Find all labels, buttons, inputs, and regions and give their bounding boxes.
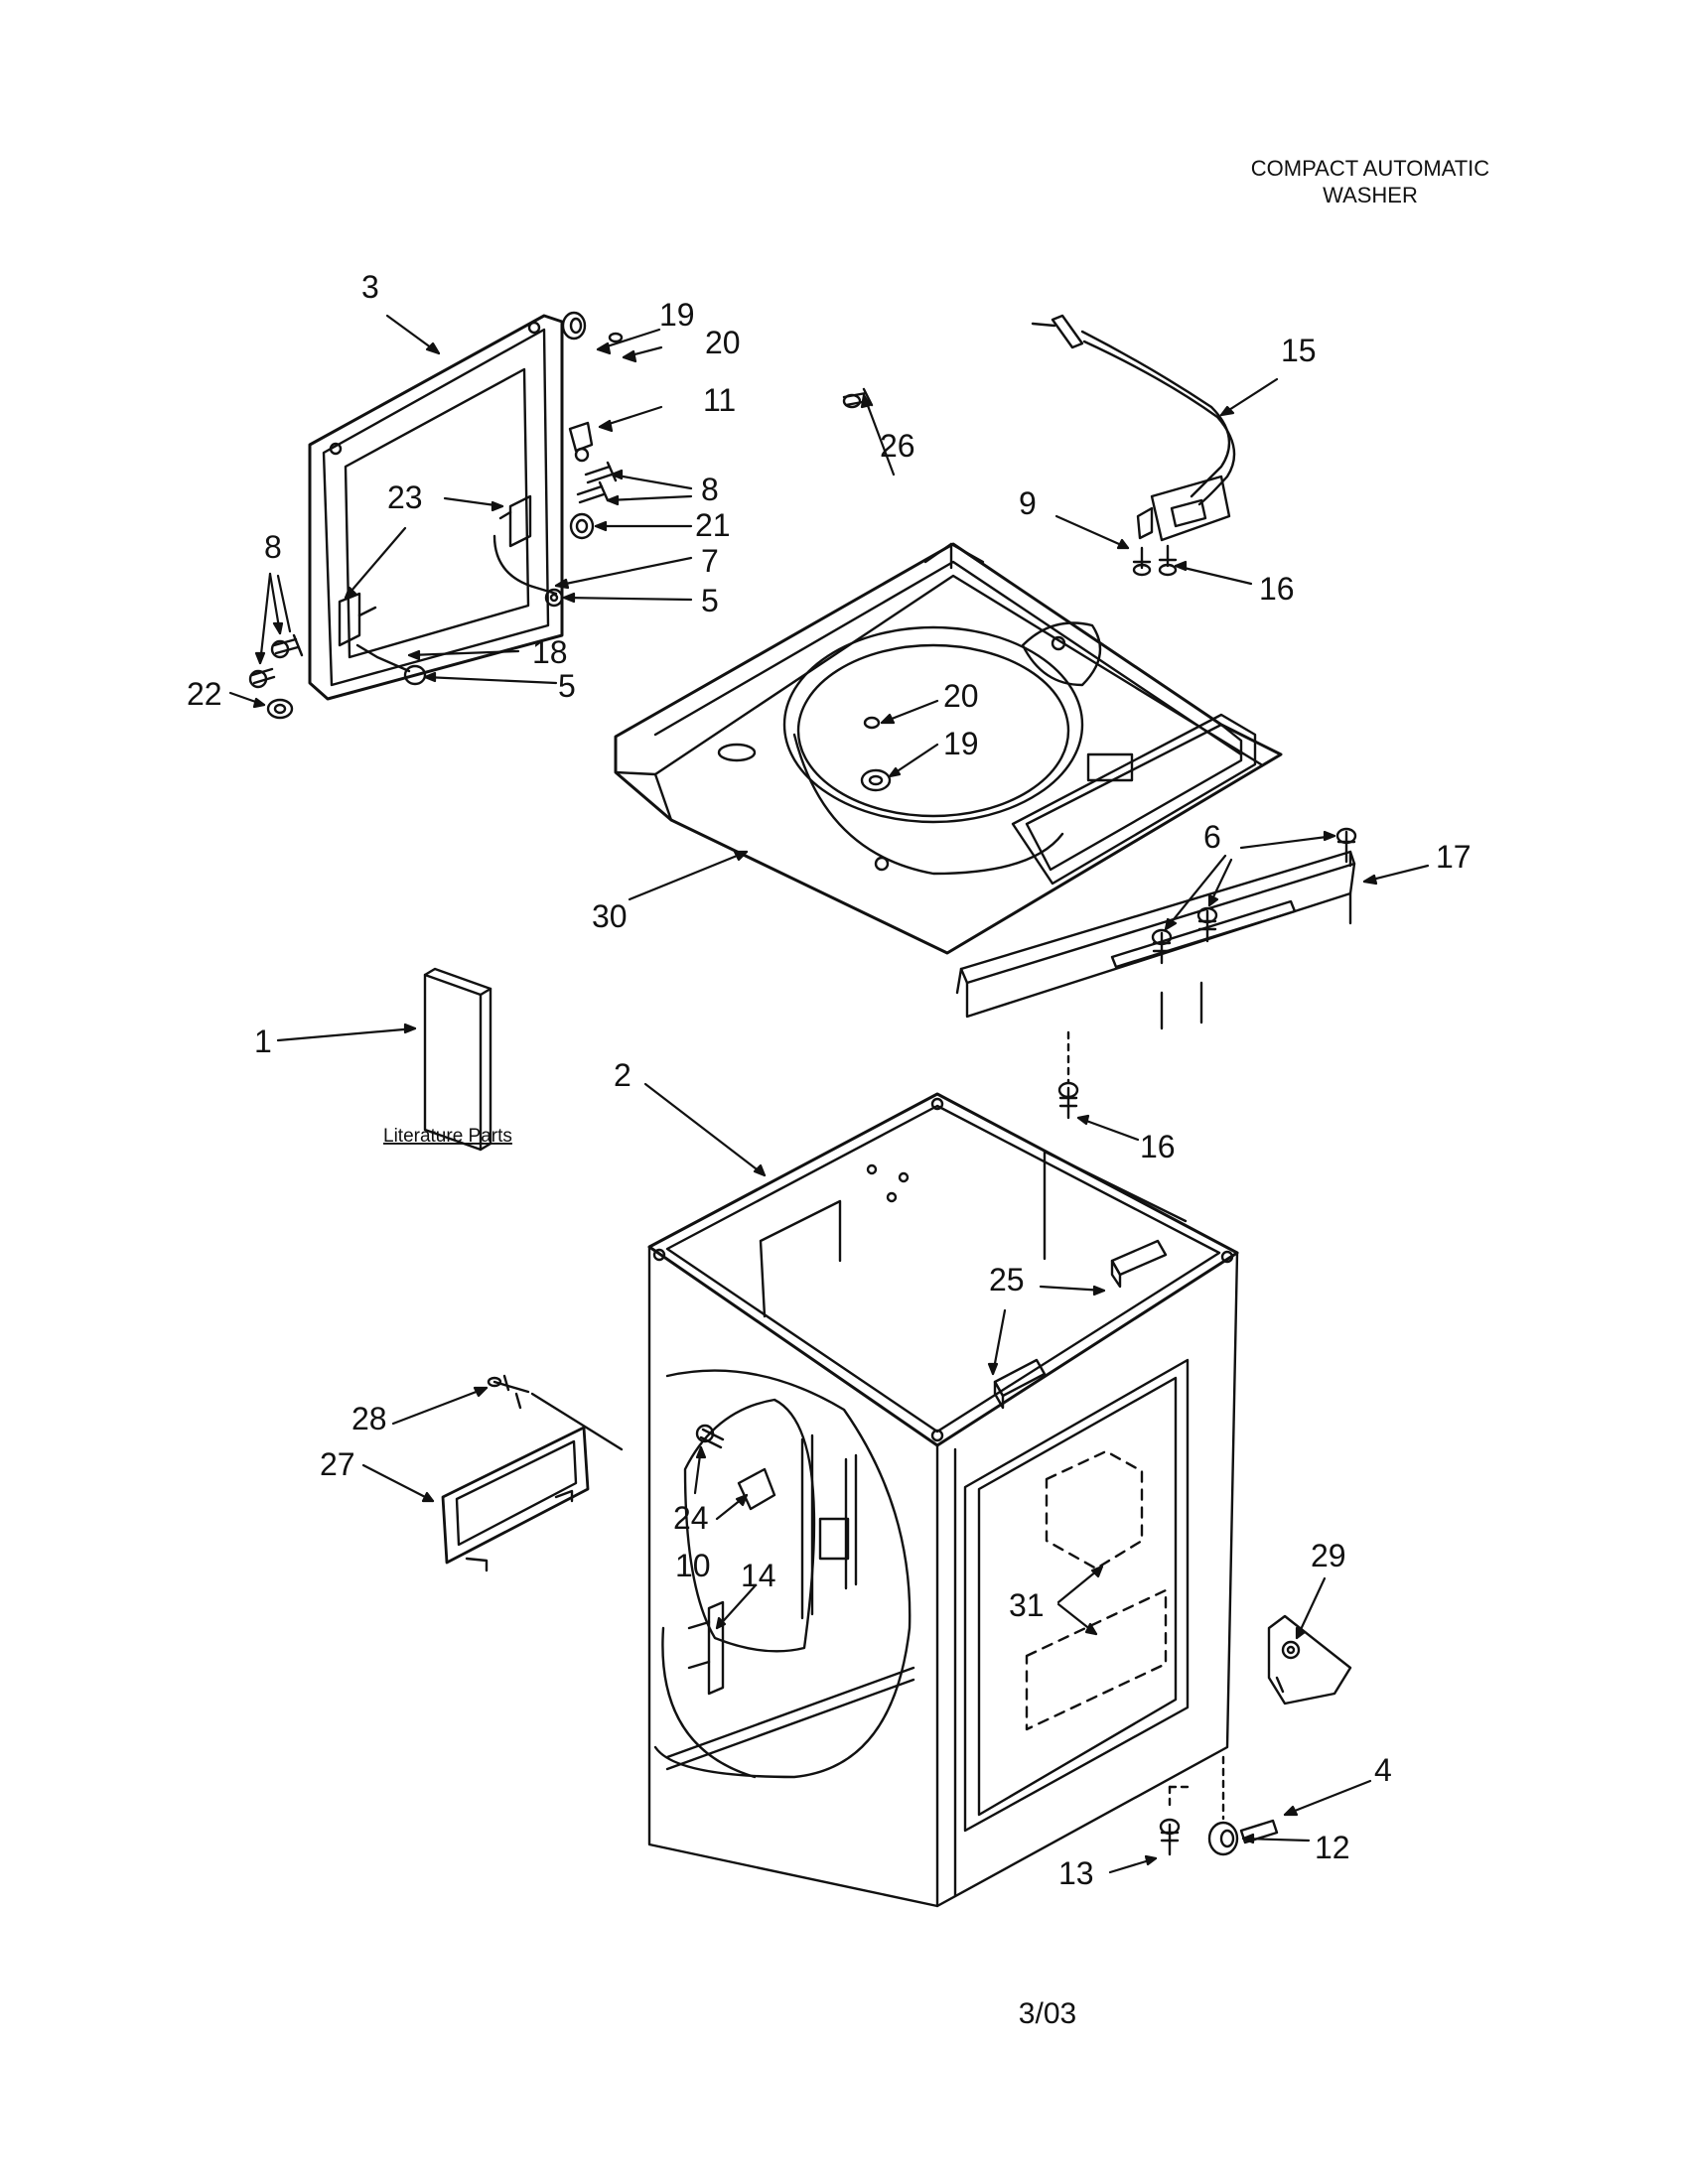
leveling-bracket (1267, 1614, 1352, 1706)
callout-8-lid: 8 (701, 472, 719, 507)
callout-22: 22 (187, 676, 222, 712)
callout-27: 27 (320, 1446, 355, 1482)
callout-20-top: 20 (943, 678, 979, 714)
lid-hardware (248, 311, 624, 720)
callout-30: 30 (592, 898, 628, 934)
leader-lines (228, 314, 1430, 1874)
diagram-title: COMPACT AUTOMATIC WASHER (1221, 155, 1519, 208)
callout-31: 31 (1009, 1587, 1045, 1623)
access-panel (441, 1374, 624, 1572)
callout-19-lid: 19 (659, 297, 695, 333)
title-line-1: COMPACT AUTOMATIC (1250, 156, 1490, 181)
callout-18: 18 (532, 634, 568, 670)
top-cover (614, 387, 1283, 955)
callout-14: 14 (741, 1558, 776, 1593)
callout-9: 9 (1019, 485, 1037, 521)
front-rail (955, 827, 1357, 1120)
callout-24: 24 (673, 1500, 709, 1536)
callout-28: 28 (351, 1401, 387, 1436)
callout-3: 3 (361, 269, 379, 305)
callout-25: 25 (989, 1262, 1025, 1297)
callout-1: 1 (254, 1024, 272, 1059)
callout-13: 13 (1058, 1855, 1094, 1891)
callout-5-upper: 5 (701, 583, 719, 618)
callout-8-left: 8 (264, 529, 282, 565)
callout-5-lower: 5 (558, 668, 576, 704)
callout-29: 29 (1311, 1538, 1346, 1573)
callout-labels: 3 19 20 11 8 23 21 7 5 8 18 5 22 15 9 16… (187, 269, 1472, 1891)
callout-7: 7 (701, 543, 719, 579)
callout-2: 2 (614, 1057, 632, 1093)
callout-23: 23 (387, 479, 423, 515)
harness-and-switch (1031, 314, 1236, 577)
literature-parts-label: Literature Parts (383, 1126, 512, 1147)
callout-21: 21 (695, 507, 731, 543)
callout-12: 12 (1315, 1830, 1350, 1865)
callout-6: 6 (1203, 819, 1221, 855)
callout-11: 11 (703, 382, 736, 418)
title-line-2: WASHER (1323, 183, 1418, 207)
literature-pack (423, 967, 492, 1152)
callout-20-lid: 20 (705, 325, 741, 360)
callout-16-switch: 16 (1259, 571, 1295, 607)
cabinet (647, 1092, 1239, 1908)
date-code: 3/03 (1018, 1997, 1077, 2030)
callout-15: 15 (1281, 333, 1317, 368)
callout-4: 4 (1374, 1752, 1392, 1788)
callout-19-top: 19 (943, 726, 979, 761)
callout-26: 26 (880, 428, 915, 464)
callout-16-rail: 16 (1140, 1129, 1176, 1164)
callout-17: 17 (1436, 839, 1472, 875)
callout-10: 10 (675, 1548, 711, 1583)
